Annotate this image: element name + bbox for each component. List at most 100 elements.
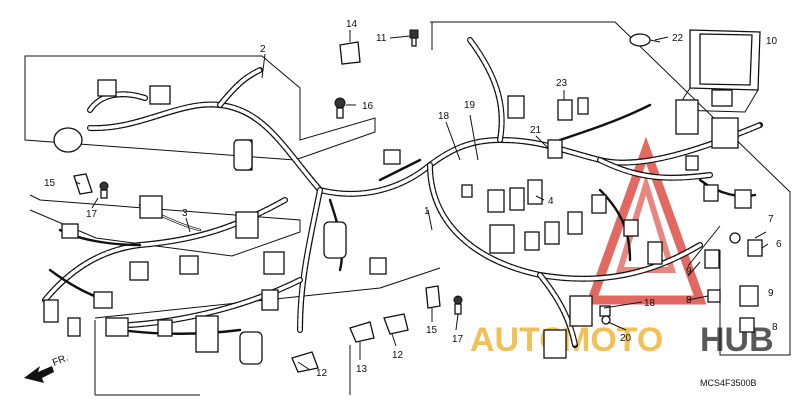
callout-22: 22 <box>672 33 684 44</box>
clip-12-right <box>383 313 409 335</box>
connector-mid-left <box>263 251 285 275</box>
connector-bottom-b <box>261 289 279 311</box>
connector-bottom-a <box>195 315 219 353</box>
leader-lines <box>75 30 769 395</box>
connector-23 <box>557 99 573 121</box>
connector-3a <box>139 195 163 219</box>
callout-10: 10 <box>766 36 778 47</box>
callout-labels: 2 3 1 4 6 7 8 8 9 9 10 11 12 12 13 14 15… <box>44 19 782 379</box>
clip-13 <box>349 321 375 343</box>
callout-6: 6 <box>776 239 782 250</box>
cylinder-c <box>239 331 263 365</box>
callout-17a: 17 <box>86 209 98 220</box>
clip-15-top <box>73 173 93 195</box>
callout-20: 20 <box>620 333 632 344</box>
connector-3b <box>235 211 259 239</box>
clip-22 <box>629 33 661 47</box>
callout-9b: 9 <box>768 288 774 299</box>
connector-bl-a <box>43 299 59 323</box>
watermark-text-hub: HUB <box>700 321 774 359</box>
connector-c <box>703 184 719 202</box>
connector-left-b <box>149 85 171 105</box>
clip-14 <box>339 41 361 65</box>
connector-d <box>734 189 752 209</box>
connector-i <box>647 241 663 265</box>
connector-21 <box>547 139 563 159</box>
callout-15a: 15 <box>44 178 56 189</box>
callout-18a: 18 <box>438 111 450 122</box>
components <box>43 29 763 373</box>
connector-center-a <box>487 189 505 213</box>
relay-6 <box>747 239 763 257</box>
relay-9a <box>704 249 720 269</box>
callout-18b: 18 <box>644 298 656 309</box>
connector-small <box>577 97 589 115</box>
bolt-11 <box>409 29 419 47</box>
connector-bl-c <box>93 291 113 309</box>
connector-bl-d <box>105 317 129 337</box>
connector-3d <box>129 261 149 281</box>
callout-19: 19 <box>464 100 476 111</box>
connector-center-b <box>509 187 525 211</box>
part-7 <box>729 232 741 244</box>
connector-3c <box>61 223 79 239</box>
callout-12b: 12 <box>392 350 404 361</box>
connector-e <box>685 155 699 171</box>
callout-14: 14 <box>346 19 358 30</box>
connector-mid <box>383 149 401 165</box>
callout-8b: 8 <box>772 322 778 333</box>
callout-3: 3 <box>182 208 188 219</box>
front-direction-indicator: FR. <box>24 353 70 383</box>
callout-2: 2 <box>260 44 266 55</box>
connector-4 <box>527 179 543 205</box>
callout-15b: 15 <box>426 325 438 336</box>
callout-21: 21 <box>530 125 542 136</box>
callout-9a: 9 <box>686 266 692 277</box>
clip-15-bottom <box>425 285 441 309</box>
callout-8a: 8 <box>686 295 692 306</box>
front-label: FR. <box>51 353 70 369</box>
bolt-17-top <box>99 181 109 199</box>
callout-23: 23 <box>556 78 568 89</box>
connector-bl-b <box>67 317 81 337</box>
connector-center-e <box>544 221 560 245</box>
bolt-16 <box>334 97 346 119</box>
connector-br-a <box>569 295 593 327</box>
bolt-17-bottom <box>453 295 463 315</box>
ecu-unit <box>675 29 761 113</box>
callout-16: 16 <box>362 101 374 112</box>
diagram-code: MCS4F3500B <box>700 378 757 388</box>
connector-bottom-c <box>157 319 173 337</box>
connector-19 <box>461 184 473 198</box>
callout-1: 1 <box>424 206 430 217</box>
connector-br-b <box>543 329 567 359</box>
callout-7: 7 <box>768 214 774 225</box>
connector-mid-right <box>369 257 387 275</box>
connector-ecu-b <box>711 117 739 149</box>
connector-center-f <box>567 211 583 235</box>
watermark-triangle-icon <box>585 136 707 305</box>
connector-3e <box>179 255 199 275</box>
connector-ecu-a <box>675 99 699 135</box>
part-8b <box>739 317 755 333</box>
callout-17b: 17 <box>452 334 464 345</box>
connector-center-c <box>489 224 515 254</box>
callout-12a: 12 <box>316 368 328 379</box>
callout-11: 11 <box>376 33 387 44</box>
cylinder-b <box>323 221 347 259</box>
clip-12-left <box>291 351 319 373</box>
connector-g <box>591 194 607 214</box>
cylinder-a <box>233 139 253 171</box>
connector-h <box>623 219 639 237</box>
connector-round-left <box>53 127 83 153</box>
part-8a <box>707 289 721 303</box>
connector-center-d <box>524 231 540 251</box>
front-arrow-icon <box>24 366 54 383</box>
callout-13: 13 <box>356 364 368 375</box>
watermark-text-moto: MOTO <box>562 321 663 359</box>
relay-9b <box>739 285 759 307</box>
group-outlines <box>24 21 791 396</box>
callout-4: 4 <box>548 196 554 207</box>
connector-top <box>507 95 525 119</box>
